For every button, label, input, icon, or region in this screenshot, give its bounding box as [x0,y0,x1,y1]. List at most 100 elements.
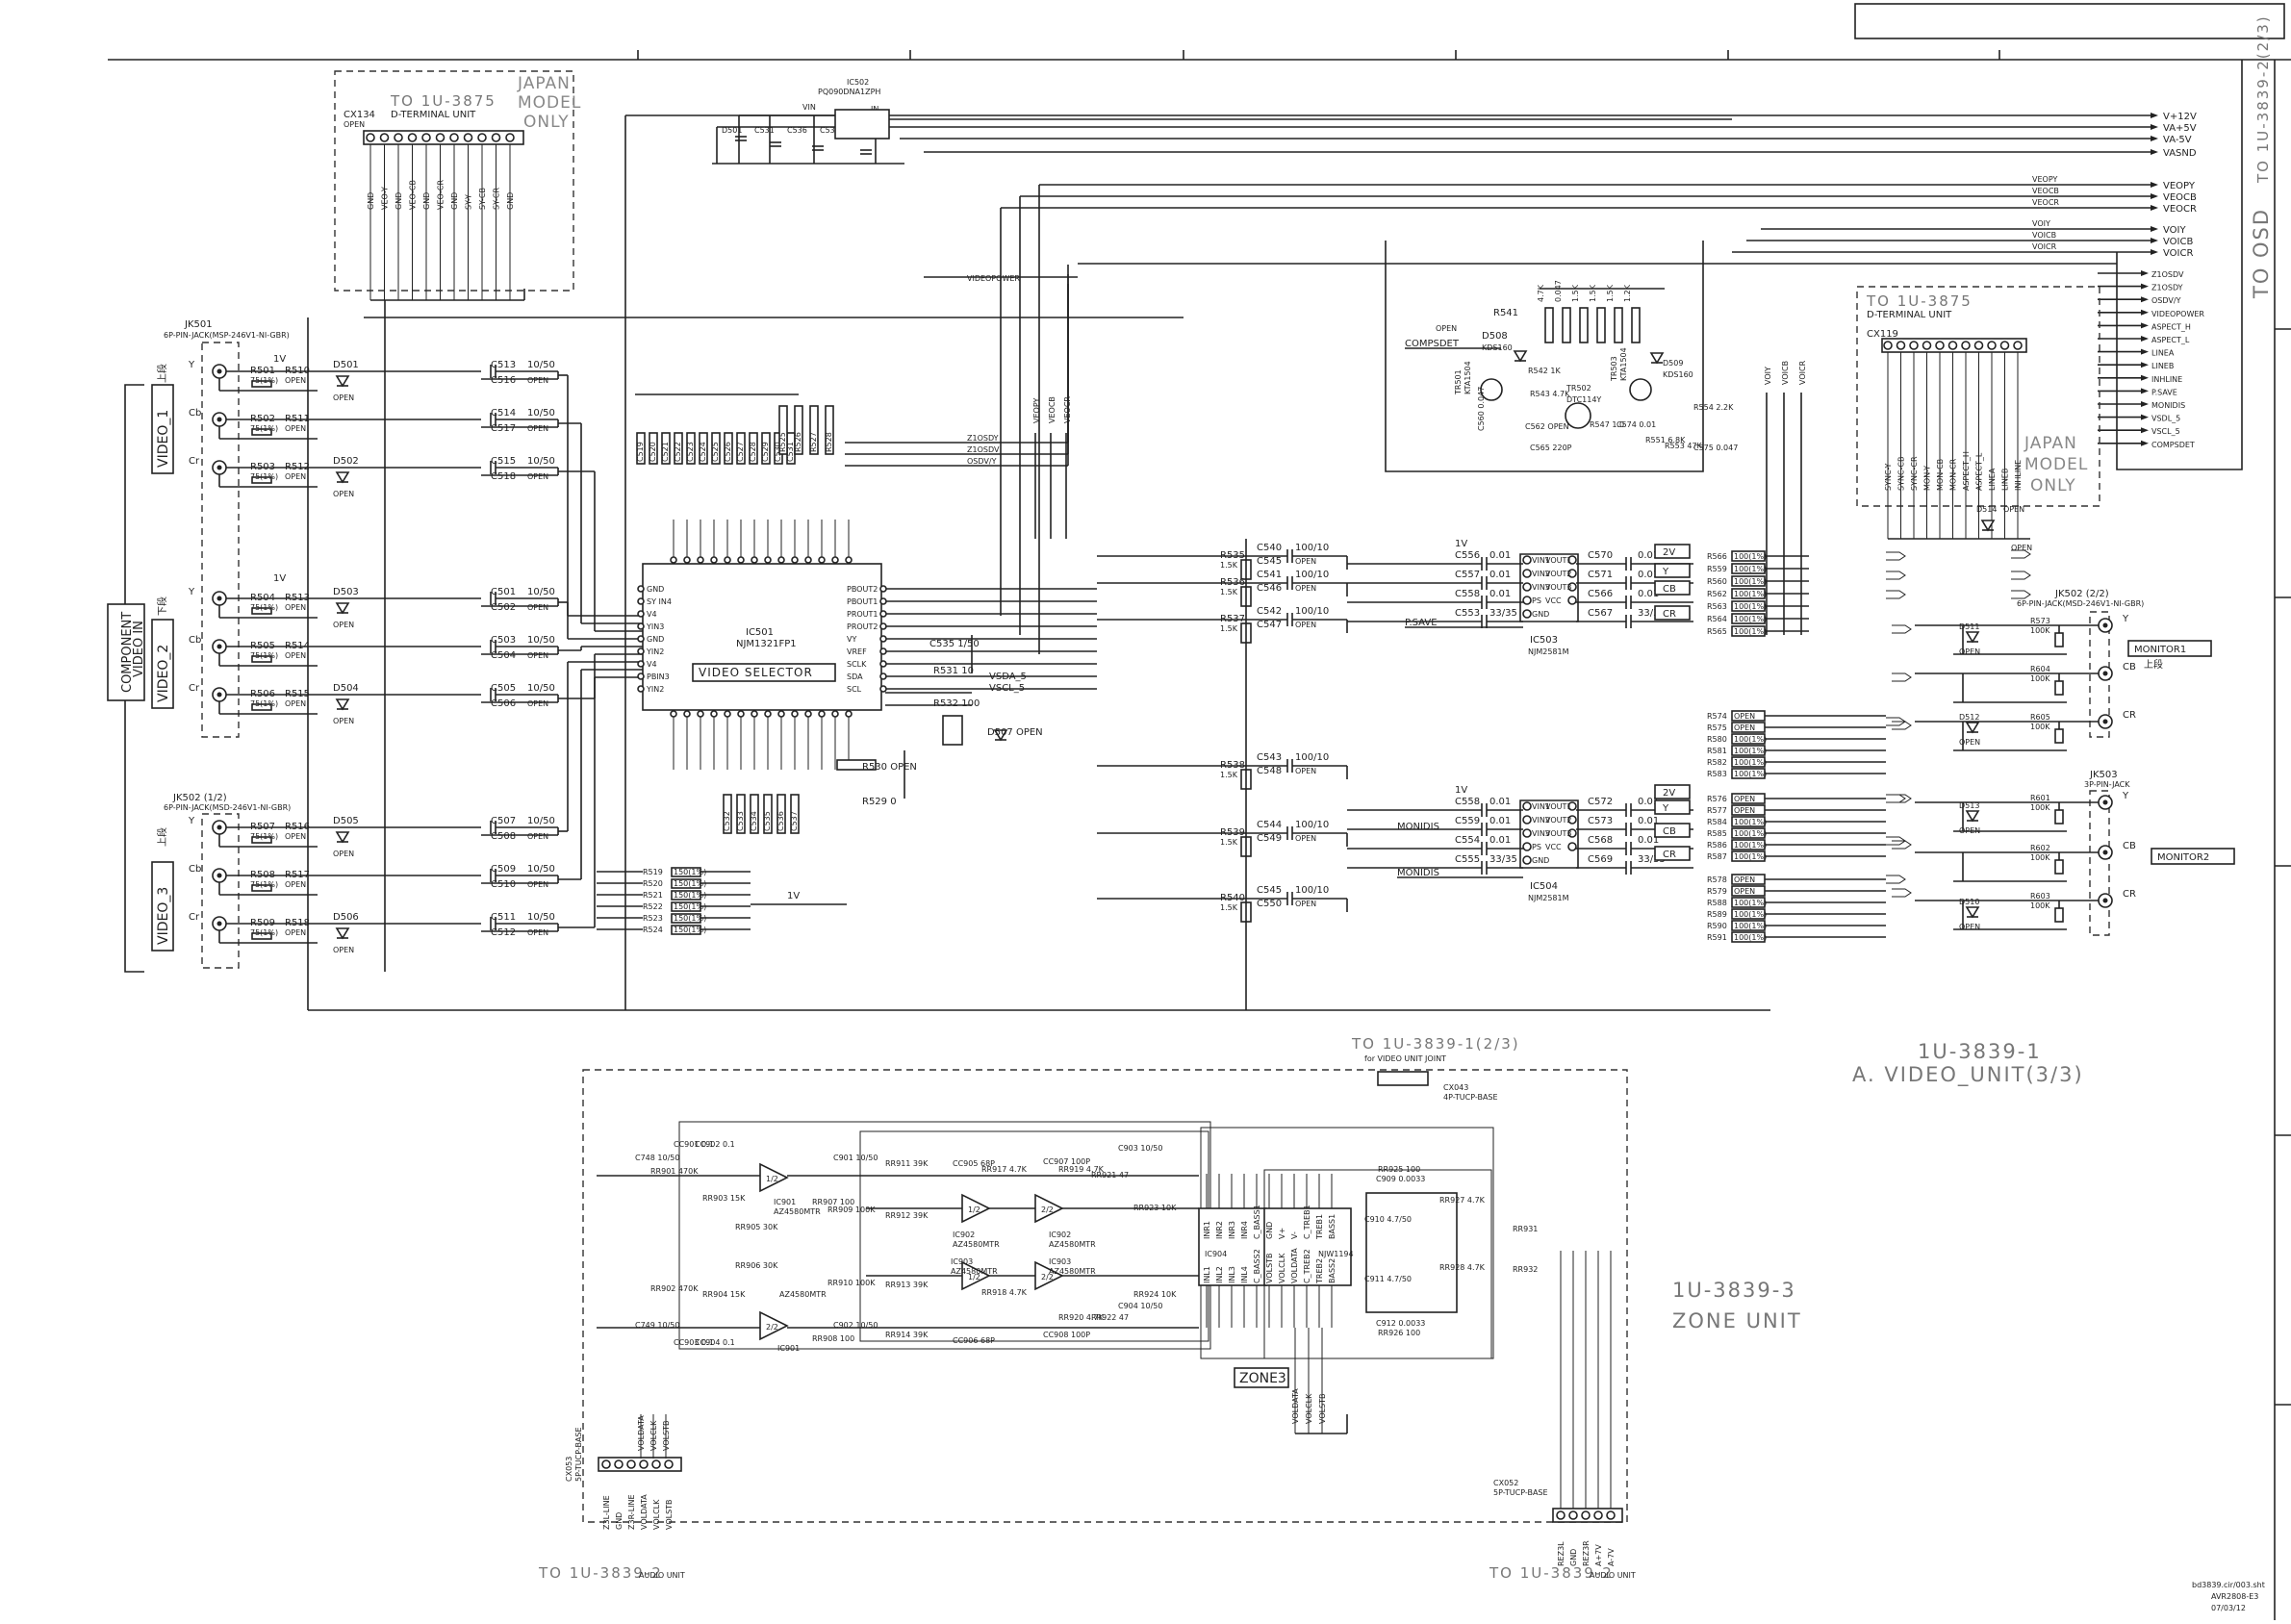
arrow-icon [2151,205,2158,211]
buffer-in-cap: C554 [1455,835,1480,846]
output-tag [1654,544,1691,559]
coupling-cap-ref: C513 [491,360,516,370]
ic904-pin-bot: INL3 [1228,1266,1236,1283]
cx053-pin [614,1459,624,1469]
r519-bank-value: 150(1%) [674,902,706,911]
zone-part-label: CC907 100P [1043,1157,1090,1166]
monitor-load-resistor [2054,859,2064,875]
ic904-pin-bot: VOLSTB [1265,1253,1274,1283]
arrow-icon [2141,414,2149,420]
monitor-diode-ref: D510 [1959,898,1979,906]
dterm-right-pin-name: LINEB [2001,469,2010,491]
bottom-decoupling-ref: C532 [723,811,731,831]
ic501-pin-name: VY [847,635,856,644]
ic904-pin-top: INR1 [1203,1221,1211,1239]
osd-net-label: INHLINE [2151,375,2182,384]
output-tag-label: 2V [1663,547,1675,558]
compdet-tr502: TR502 [1566,384,1591,393]
ic501-pin [710,556,718,564]
dterm-top-pin [435,133,445,142]
mid-cap-ref: C544 [1257,820,1282,830]
veo-net-label: VEOPY [2032,175,2057,184]
ic904-pin-bot: INL2 [1215,1266,1224,1283]
power-bus: V+12VVA+5VVA-5VVASNDINOUTNCON/OFFD501C53… [624,78,2197,1010]
bypass-cap-value: OPEN [527,651,548,660]
out-bank-ref: R579 [1707,887,1727,896]
transistor-tr503 [1629,378,1652,401]
decoupling-cap [749,432,758,465]
bypass-cap-value: OPEN [527,472,548,481]
resistor-ref: R514 [285,641,310,651]
osd-net-label: ASPECT_L [2151,336,2190,344]
buffer-pin [1522,582,1532,592]
open-resistor [942,715,963,746]
monitor1-box [2127,640,2212,657]
buffer-pin-name: VOUT1 [1545,802,1571,811]
dterm-top-pin-name: SY-Y [465,194,473,210]
bias-resistor [778,405,788,455]
dterm-top-connector: CX134 [344,110,375,120]
monitor-diode-open: OPEN [2011,544,2032,552]
video3-jp: 上段 [156,827,168,847]
compdet-top-res-value: 1.2K [1623,284,1632,302]
monitor-diode-ref: D514 [1976,505,1997,514]
r519-bank-value: 150(1%) [674,868,706,876]
compdet-top-resistor [1579,307,1589,343]
mid-cap-bypass: C549 [1257,833,1282,844]
ic902-ref: IC902 [953,1231,975,1239]
reg-vin: VIN [802,103,816,112]
jk502-ref: JK502 (1/2) [172,793,227,803]
zone-part-label: C902 10/50 [833,1321,878,1330]
opamp-half: 1/2 [968,1205,980,1214]
arrow-icon [2141,362,2149,368]
buffer-pin-name: PS [1532,596,1541,605]
compdet-diode-d509 [1649,352,1665,365]
decoupling-cap [674,432,683,465]
osd-net-label: ASPECT_H [2151,322,2191,331]
r529-label: R529 0 [862,797,897,807]
jack-pin-label: Y [188,360,195,370]
buffer-in-cap-value: 0.01 [1489,816,1511,826]
osd-net-label: LINEB [2151,362,2174,370]
out-bank-ref: R575 [1707,723,1727,732]
monitor-diode [1965,722,1980,734]
monitor-res-value: 100K [2030,853,2050,862]
bypass-cap-ref: C508 [491,831,516,842]
psave-label: P.SAVE [1405,618,1438,628]
ic501-pin [637,685,645,693]
ic902-part: AZ4580MTR [953,1240,1000,1249]
monitor-diode-open: OPEN [2003,505,2024,514]
coupling-cap-value: 10/50 [527,456,555,467]
decoupling-cap-ref: C530 [774,442,782,462]
out-bank-value: OPEN [1734,795,1755,803]
mid-res-value: 1.5K [1220,903,1238,912]
bias-resistor-ref: R527 [809,432,818,452]
monitor-res-value: 100K [2030,803,2050,812]
mid-res-value: 1.5K [1220,588,1238,596]
cx053-pin-name: GND [615,1512,624,1530]
compdet-top-res-value: 1.5K [1589,284,1597,302]
zone-part-label: RR927 4.7K [1439,1196,1486,1205]
monitor-res-ref: R605 [2030,713,2050,722]
dterm-top-pin-name: SY-CB [478,188,487,210]
arrow-icon [2151,113,2158,118]
coupling-cap-value: 10/50 [527,635,555,646]
bank-ref: R562 [1707,590,1727,598]
coupling-cap-ref: C501 [491,587,516,597]
to-osd-label: TO OSD [2250,208,2273,299]
out-bank-value: 100(1%) [1734,922,1767,930]
ic904-pin-top: INR3 [1228,1221,1236,1239]
monitor-jack-pin: Y [2122,791,2129,801]
mid-cap-bypass: C550 [1257,899,1282,909]
monitor-res-value: 100K [2030,723,2050,731]
arrow-icon [2141,427,2149,434]
out-bank-value: 100(1%) [1734,747,1767,755]
resistor-value: OPEN [285,603,306,612]
monitor-diode [1965,810,1980,823]
reg-part: PQ090DNA1ZPH [818,88,880,96]
veo-vertical-label: VEOCB [1048,396,1056,423]
decoupling-cap-ref: C520 [649,442,657,462]
zone-part-label: C749 10/50 [635,1321,679,1330]
zone-part-label: CC902 0.1 [695,1140,735,1149]
dterm-top-pin-name: VEO-CR [437,179,445,210]
